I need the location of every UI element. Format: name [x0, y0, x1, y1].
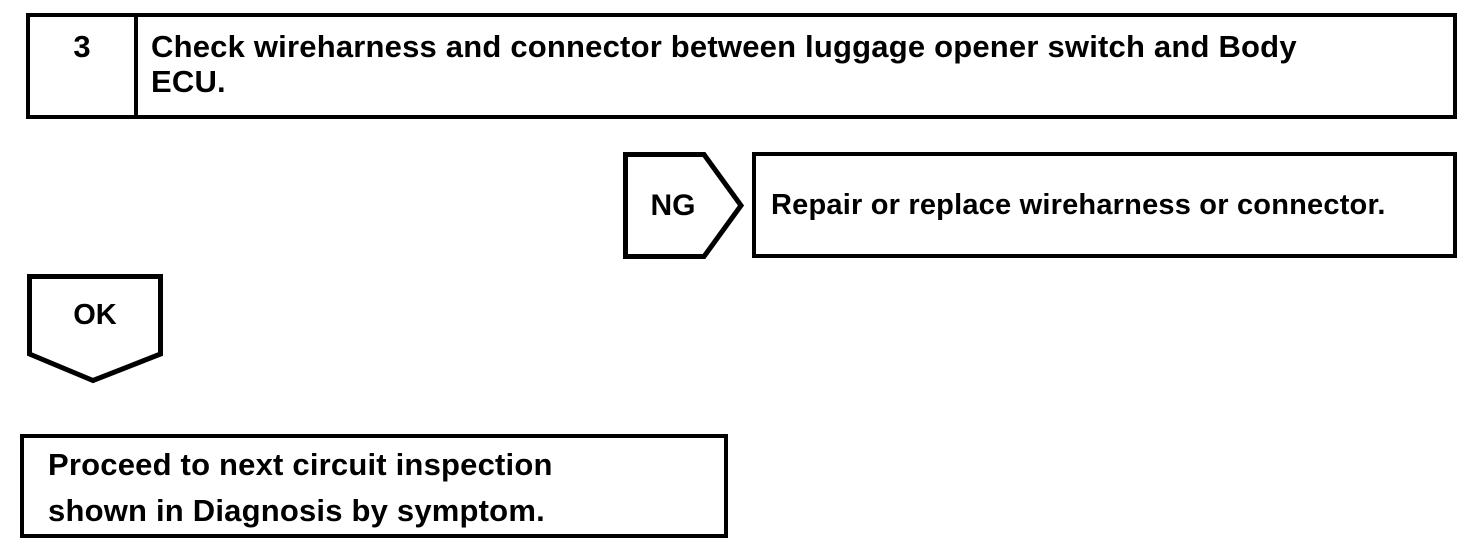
ok-arrow-pentagon-icon [27, 274, 163, 384]
ok-action-box: Proceed to next circuit inspection shown… [20, 434, 728, 538]
step-box: 3 Check wireharness and connector betwee… [26, 13, 1457, 119]
ok-label: OK [73, 298, 117, 331]
ng-action-box: Repair or replace wireharness or connect… [752, 152, 1457, 258]
step-instruction: Check wireharness and connector between … [151, 29, 1297, 99]
ng-label: NG [650, 188, 696, 222]
ok-connector: OK [27, 274, 163, 384]
ng-action-text: Repair or replace wireharness or connect… [771, 188, 1386, 221]
step-number: 3 [30, 17, 138, 115]
ng-connector: NG [623, 152, 745, 259]
ng-arrow-pentagon-icon [623, 152, 745, 259]
